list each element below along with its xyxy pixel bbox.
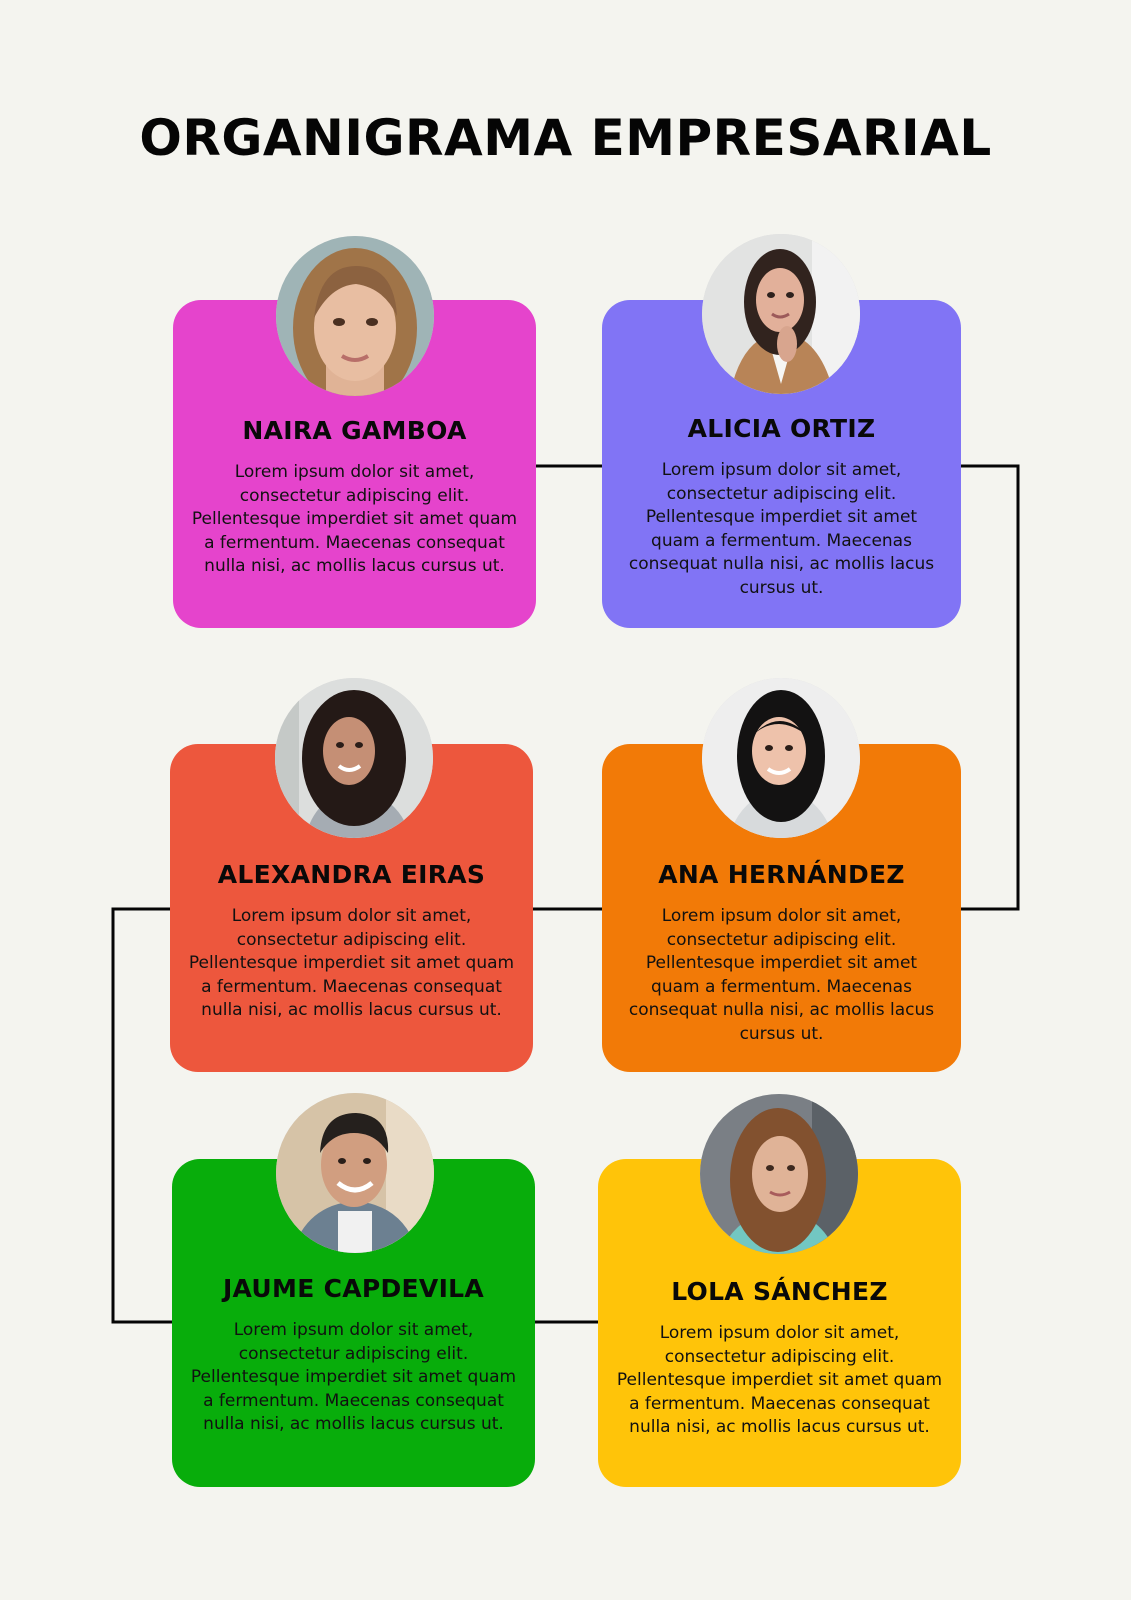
employee-card-lola-sanchez: LOLA SÁNCHEZ Lorem ipsum dolor sit amet,…	[598, 1159, 961, 1487]
employee-description: Lorem ipsum dolor sit amet, consectetur …	[616, 1323, 943, 1437]
employee-description: Lorem ipsum dolor sit amet, consectetur …	[628, 906, 935, 1044]
employee-name: JAUME CAPDEVILA	[222, 1274, 485, 1303]
employee-name: ANA HERNÁNDEZ	[658, 860, 905, 889]
employee-name: ALEXANDRA EIRAS	[217, 860, 486, 889]
employee-description: Lorem ipsum dolor sit amet, consectetur …	[628, 460, 935, 598]
employee-description: Lorem ipsum dolor sit amet, consectetur …	[191, 462, 518, 576]
page-title: ORGANIGRAMA EMPRESARIAL	[139, 109, 992, 167]
employee-description: Lorem ipsum dolor sit amet, consectetur …	[188, 906, 515, 1020]
employee-photo-alicia-ortiz	[702, 234, 860, 394]
connector-alexandra-jaume	[111, 907, 172, 1324]
employee-photo-jaume-capdevila	[276, 1093, 434, 1253]
employee-name: ALICIA ORTIZ	[687, 414, 876, 443]
employee-card-naira-gamboa: NAIRA GAMBOA Lorem ipsum dolor sit amet,…	[173, 300, 536, 628]
employee-photo-lola-sanchez	[700, 1094, 858, 1254]
employee-name: LOLA SÁNCHEZ	[671, 1277, 888, 1306]
employee-photo-alexandra-eiras	[275, 678, 433, 838]
employee-photo-ana-hernandez	[702, 678, 860, 838]
employee-photo-naira-gamboa	[276, 236, 434, 396]
employee-name: NAIRA GAMBOA	[242, 416, 467, 445]
employee-description: Lorem ipsum dolor sit amet, consectetur …	[190, 1320, 517, 1434]
connector-alicia-ana	[961, 464, 1020, 911]
